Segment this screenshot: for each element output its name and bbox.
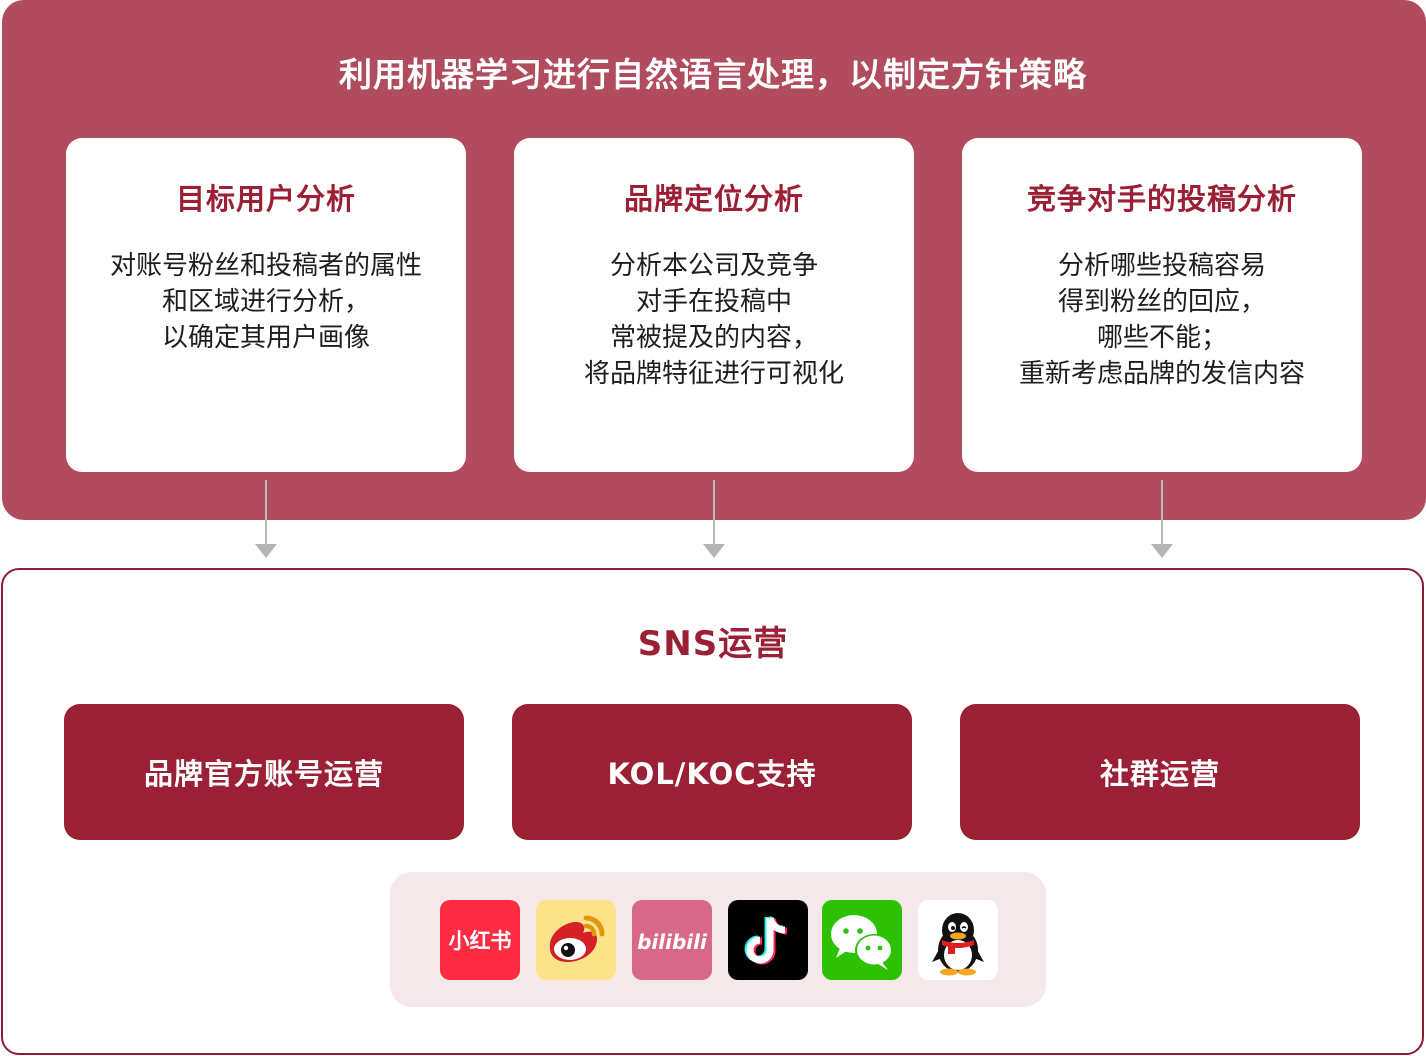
card-line: 哪些不能； bbox=[1096, 323, 1227, 353]
card-title: 品牌定位分析 bbox=[623, 182, 804, 216]
card-line: 以确定其用户画像 bbox=[161, 323, 370, 353]
card-description: 分析本公司及竞争 对手在投稿中 常被提及的内容， 将品牌特征进行可视化 bbox=[514, 248, 914, 392]
bilibili-icon: bilibili bbox=[632, 900, 712, 980]
card-description: 对账号粉丝和投稿者的属性 和区域进行分析， 以确定其用户画像 bbox=[66, 248, 466, 356]
box-brand-official-account: 品牌官方账号运营 bbox=[64, 704, 464, 840]
card-line: 重新考虑品牌的发信内容 bbox=[1018, 359, 1305, 389]
xiaohongshu-icon: 小红书 bbox=[440, 900, 520, 980]
card-line: 将品牌特征进行可视化 bbox=[583, 359, 844, 389]
card-line: 常被提及的内容， bbox=[609, 323, 818, 353]
douyin-icon bbox=[728, 900, 808, 980]
svg-text:小红书: 小红书 bbox=[449, 929, 512, 953]
card-title: 目标用户分析 bbox=[175, 182, 356, 216]
card-line: 得到粉丝的回应， bbox=[1057, 287, 1266, 317]
card-line: 分析本公司及竞争 bbox=[609, 251, 818, 281]
arrow-down-icon bbox=[1151, 480, 1173, 560]
card-line: 对账号粉丝和投稿者的属性 bbox=[109, 251, 422, 281]
arrow-down-icon bbox=[255, 480, 277, 560]
card-competitor-post-analysis: 竞争对手的投稿分析 分析哪些投稿容易 得到粉丝的回应， 哪些不能； 重新考虑品牌… bbox=[962, 138, 1362, 472]
qq-icon bbox=[918, 900, 998, 980]
card-brand-positioning-analysis: 品牌定位分析 分析本公司及竞争 对手在投稿中 常被提及的内容， 将品牌特征进行可… bbox=[514, 138, 914, 472]
card-line: 和区域进行分析， bbox=[161, 287, 370, 317]
box-kol-koc-support: KOL/KOC支持 bbox=[512, 704, 912, 840]
box-community-operation: 社群运营 bbox=[960, 704, 1360, 840]
card-description: 分析哪些投稿容易 得到粉丝的回应， 哪些不能； 重新考虑品牌的发信内容 bbox=[962, 248, 1362, 392]
svg-text:bilibili: bilibili bbox=[637, 930, 708, 954]
weibo-icon bbox=[536, 900, 616, 980]
arrow-down-icon bbox=[703, 480, 725, 560]
wechat-icon bbox=[822, 900, 902, 980]
card-target-user-analysis: 目标用户分析 对账号粉丝和投稿者的属性 和区域进行分析， 以确定其用户画像 bbox=[66, 138, 466, 472]
nlp-strategy-title: 利用机器学习进行自然语言处理，以制定方针策略 bbox=[339, 55, 1087, 94]
card-line: 对手在投稿中 bbox=[635, 287, 792, 317]
sns-operation-title: SNS运营 bbox=[637, 624, 789, 664]
card-line: 分析哪些投稿容易 bbox=[1057, 251, 1266, 281]
card-title: 竞争对手的投稿分析 bbox=[1026, 182, 1297, 216]
